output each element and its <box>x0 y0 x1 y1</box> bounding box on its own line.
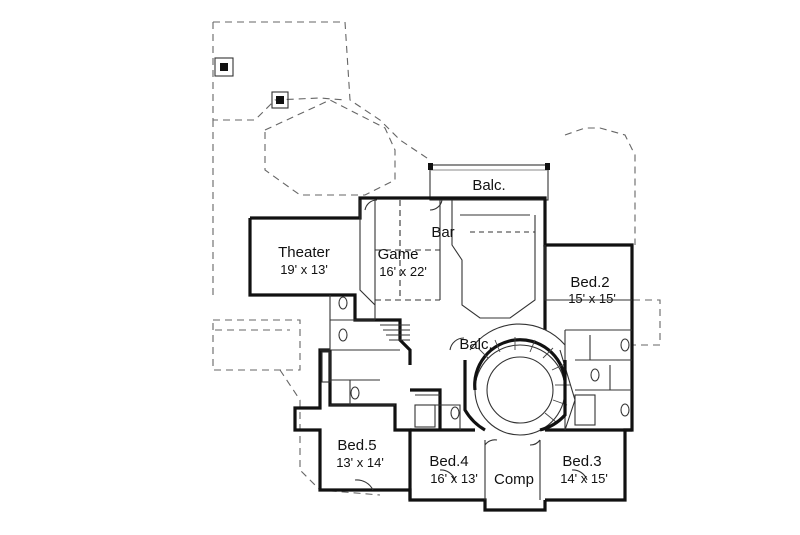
room-dims-bed-3: 14' x 15' <box>560 471 608 486</box>
interior-walls <box>320 200 632 500</box>
room-dims-theater: 19' x 13' <box>280 262 328 277</box>
room-name-bed-5: Bed.5 <box>337 437 376 454</box>
room-name-balcony-mid: Balc. <box>459 336 492 353</box>
room-dims-bed-2: 15' x 15' <box>568 291 616 306</box>
room-name-bar: Bar <box>431 224 454 241</box>
top-balcony-outline <box>428 163 550 201</box>
room-name-bed-2: Bed.2 <box>570 274 609 291</box>
door-swings <box>354 199 588 491</box>
room-dims-game: 16' x 22' <box>379 264 427 279</box>
spiral-staircase <box>463 323 576 436</box>
room-dims-bed-4: 16' x 13' <box>430 471 478 486</box>
bath-fixtures <box>321 296 630 428</box>
vent-markers <box>214 57 289 109</box>
room-labels: Balc. Theater 19' x 13' Game 16' x 22' B… <box>278 177 616 488</box>
room-dims-bed-5: 13' x 14' <box>336 455 384 470</box>
room-name-comp: Comp <box>494 471 534 488</box>
room-name-bed-4: Bed.4 <box>429 453 468 470</box>
room-name-game: Game <box>378 246 419 263</box>
room-name-bed-3: Bed.3 <box>562 453 601 470</box>
room-name-balcony-top: Balc. <box>472 177 505 194</box>
room-name-theater: Theater <box>278 244 330 261</box>
roofline-outline <box>212 21 661 496</box>
